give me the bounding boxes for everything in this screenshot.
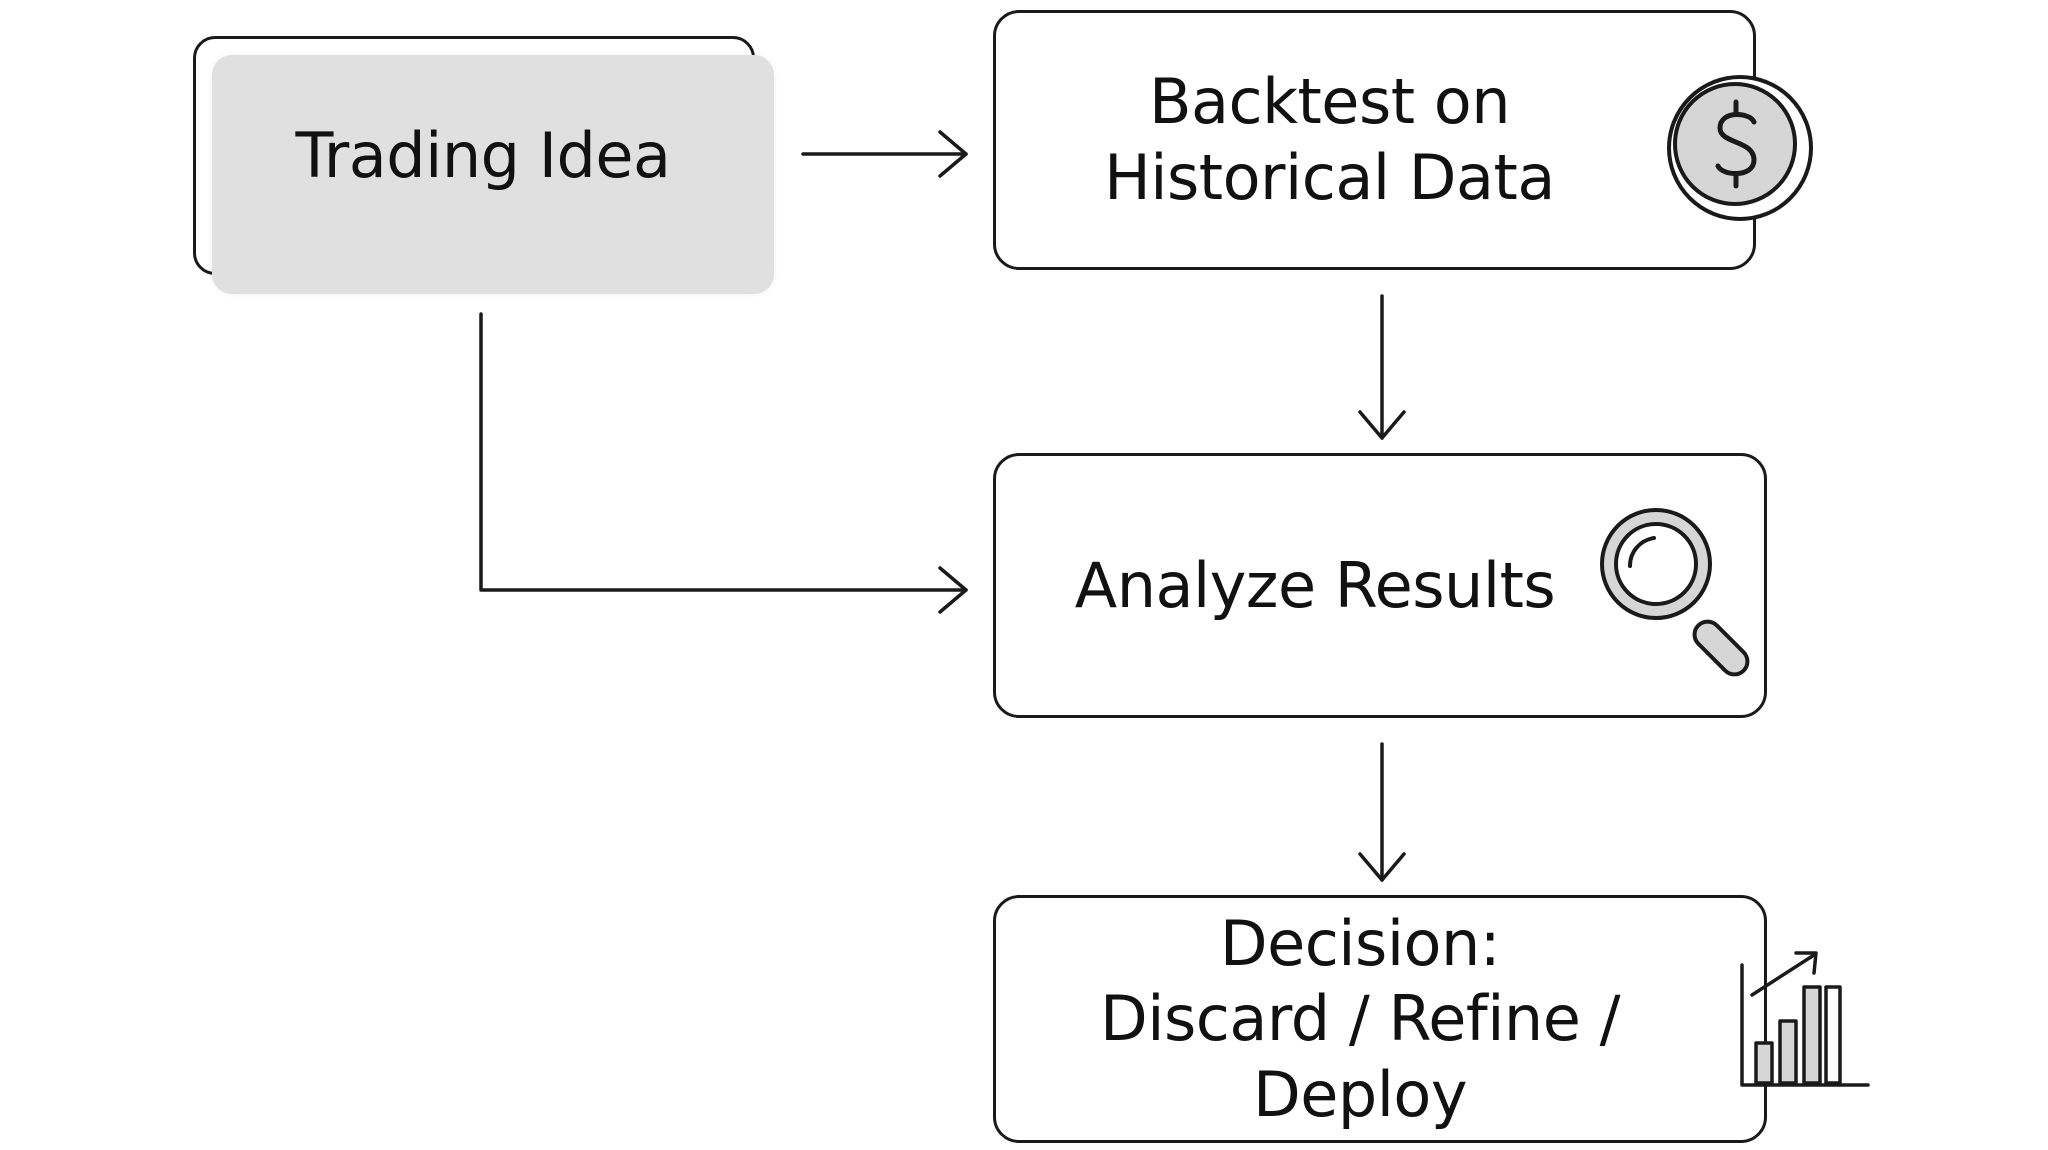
edge-trading-to-backtest bbox=[801, 130, 968, 178]
edge-analyze-to-decision bbox=[1358, 742, 1406, 882]
bar-chart-growth-icon bbox=[1740, 951, 1870, 1087]
node-label-line: Backtest on bbox=[1148, 65, 1511, 139]
node-label: Analyze Results bbox=[1074, 548, 1556, 624]
node-label-line: Historical Data bbox=[1104, 141, 1555, 214]
node-label-line: Analyze Results bbox=[1074, 548, 1556, 622]
magnifying-glass-icon bbox=[1600, 508, 1750, 677]
node-highlight-fill bbox=[212, 55, 774, 294]
node-trading-idea: Trading Idea bbox=[193, 36, 774, 294]
dollar-coin-icon bbox=[1667, 75, 1813, 221]
edge-backtest-to-analyze bbox=[1358, 294, 1406, 440]
node-label: Backtest on Historical Data bbox=[1104, 64, 1555, 215]
node-label-line: Discard / Refine / Deploy bbox=[1100, 982, 1620, 1131]
edge-trading-to-analyze bbox=[479, 312, 968, 614]
node-decision: Decision: Discard / Refine / Deploy bbox=[993, 895, 1767, 1143]
node-label: Decision: Discard / Refine / Deploy bbox=[996, 906, 1724, 1133]
node-label-line: Decision: bbox=[1219, 906, 1501, 980]
node-label: Trading Idea bbox=[296, 118, 671, 194]
node-label-line: Trading Idea bbox=[295, 118, 671, 192]
node-backtest: Backtest on Historical Data bbox=[993, 10, 1756, 270]
